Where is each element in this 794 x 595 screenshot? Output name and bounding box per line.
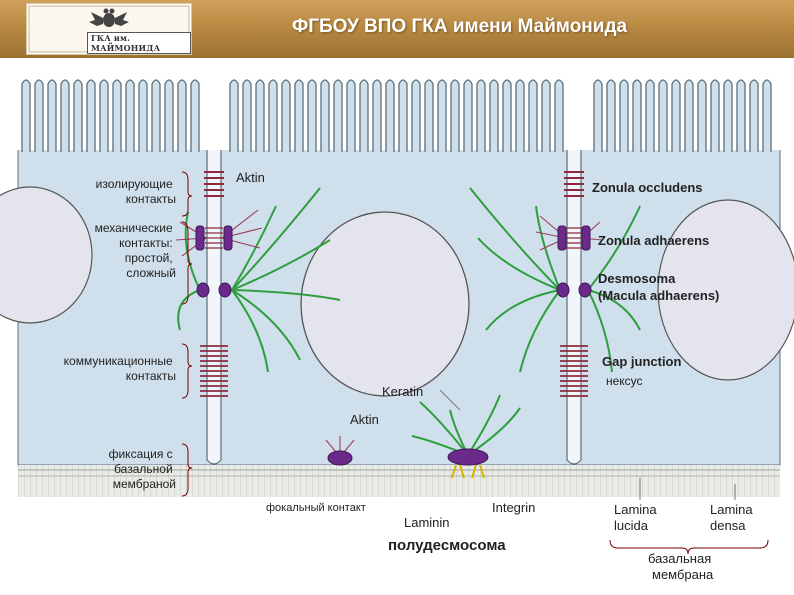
microvillus bbox=[346, 79, 356, 152]
microvillus bbox=[307, 79, 317, 152]
nucleus-center bbox=[300, 211, 470, 397]
microvillus bbox=[723, 79, 733, 152]
label-hemidesmosome: полудесмосома bbox=[388, 537, 506, 554]
label-macula-adhaerens: (Macula adhaerens) bbox=[598, 288, 719, 303]
microvillus bbox=[99, 79, 109, 152]
desmosome-plaques bbox=[195, 225, 592, 466]
microvillus bbox=[255, 79, 265, 152]
microvillus bbox=[619, 79, 629, 152]
microvillus bbox=[398, 79, 408, 152]
microvillus bbox=[463, 79, 473, 152]
label-keratin: Keratin bbox=[382, 384, 423, 399]
microvillus bbox=[528, 79, 538, 152]
label-isolating-contacts: изолирующие контакты bbox=[96, 177, 176, 206]
microvillus bbox=[697, 79, 707, 152]
page-title: ФГБОУ ВПО ГКА имени Маймонида bbox=[292, 16, 628, 37]
microvillus bbox=[125, 79, 135, 152]
microvillus bbox=[73, 79, 83, 152]
microvillus bbox=[112, 79, 122, 152]
microvillus bbox=[658, 79, 668, 152]
label-focal-contact: фокальный контакт bbox=[266, 502, 366, 514]
microvillus bbox=[359, 79, 369, 152]
microvillus bbox=[541, 79, 551, 152]
label-nexus: нексус bbox=[606, 374, 643, 388]
microvillus bbox=[47, 79, 57, 152]
microvillus bbox=[164, 79, 174, 152]
microvillus bbox=[86, 79, 96, 152]
label-zonula-occludens: Zonula occludens bbox=[592, 180, 703, 195]
microvillus bbox=[593, 79, 603, 152]
basal-membrane-bracket bbox=[609, 539, 769, 555]
label-lamina-densa: Lamina densa bbox=[710, 502, 756, 533]
microvillus bbox=[606, 79, 616, 152]
microvillus bbox=[268, 79, 278, 152]
left-brackets bbox=[181, 171, 193, 497]
microvillus bbox=[320, 79, 330, 152]
epithelial-junctions-diagram: изолирующие контакты механические контак… bbox=[0, 79, 794, 582]
microvillus bbox=[554, 79, 564, 152]
integrin-marks bbox=[451, 464, 485, 479]
nucleus-left bbox=[0, 186, 93, 324]
microvillus bbox=[710, 79, 720, 152]
microvillus bbox=[749, 79, 759, 152]
microvillus bbox=[736, 79, 746, 152]
label-aktin-top: Aktin bbox=[236, 170, 265, 185]
keratin-filaments bbox=[177, 187, 641, 456]
cell-boundary-right bbox=[566, 150, 582, 465]
microvillus bbox=[762, 79, 772, 152]
cell-boundary-left bbox=[206, 150, 222, 465]
header-bar: ГКА им. МАЙМОНИДА ФГБОУ ВПО ГКА имени Ма… bbox=[0, 0, 794, 58]
microvillus bbox=[411, 79, 421, 152]
label-desmosoma: Desmosoma bbox=[598, 271, 676, 286]
microvillus bbox=[476, 79, 486, 152]
label-basal-fixation: фиксация с базальной мембраной bbox=[109, 447, 176, 491]
microvillus bbox=[34, 79, 44, 152]
leader-lines bbox=[439, 389, 736, 500]
microvillus bbox=[515, 79, 525, 152]
microvillus bbox=[281, 79, 291, 152]
microvillus bbox=[684, 79, 694, 152]
microvillus bbox=[502, 79, 512, 152]
microvillus bbox=[645, 79, 655, 152]
academy-logo: ГКА им. МАЙМОНИДА bbox=[26, 3, 192, 55]
label-laminin: Laminin bbox=[404, 515, 450, 530]
microvillus bbox=[138, 79, 148, 152]
label-integrin: Integrin bbox=[492, 500, 535, 515]
label-mechanical-contacts: механические контакты: простой, сложный bbox=[95, 221, 176, 280]
microvillus bbox=[151, 79, 161, 152]
junction-marks bbox=[200, 171, 588, 397]
microvillus bbox=[242, 79, 252, 152]
microvillus bbox=[671, 79, 681, 152]
microvillus bbox=[60, 79, 70, 152]
basal-membrane bbox=[18, 465, 780, 497]
label-communication-contacts: коммуникационные контакты bbox=[64, 354, 176, 383]
microvillus bbox=[450, 79, 460, 152]
label-gap-junction: Gap junction bbox=[602, 354, 682, 369]
microvillus bbox=[177, 79, 187, 152]
microvillus bbox=[437, 79, 447, 152]
microvillus bbox=[489, 79, 499, 152]
microvillus bbox=[294, 79, 304, 152]
microvillus bbox=[632, 79, 642, 152]
label-aktin-bottom: Aktin bbox=[350, 412, 379, 427]
label-lamina-lucida: Lamina lucida bbox=[614, 502, 660, 533]
logo-text: ГКА им. МАЙМОНИДА bbox=[87, 32, 191, 54]
label-zonula-adhaerens: Zonula adhaerens bbox=[598, 233, 709, 248]
microvillus bbox=[190, 79, 200, 152]
microvillus bbox=[424, 79, 434, 152]
nucleus-right bbox=[657, 199, 794, 381]
microvillus bbox=[21, 79, 31, 152]
microvillus bbox=[333, 79, 343, 152]
microvillus bbox=[372, 79, 382, 152]
microvillus bbox=[385, 79, 395, 152]
microvillus bbox=[229, 79, 239, 152]
label-basal-membrane: базальная мембрана bbox=[648, 551, 715, 582]
